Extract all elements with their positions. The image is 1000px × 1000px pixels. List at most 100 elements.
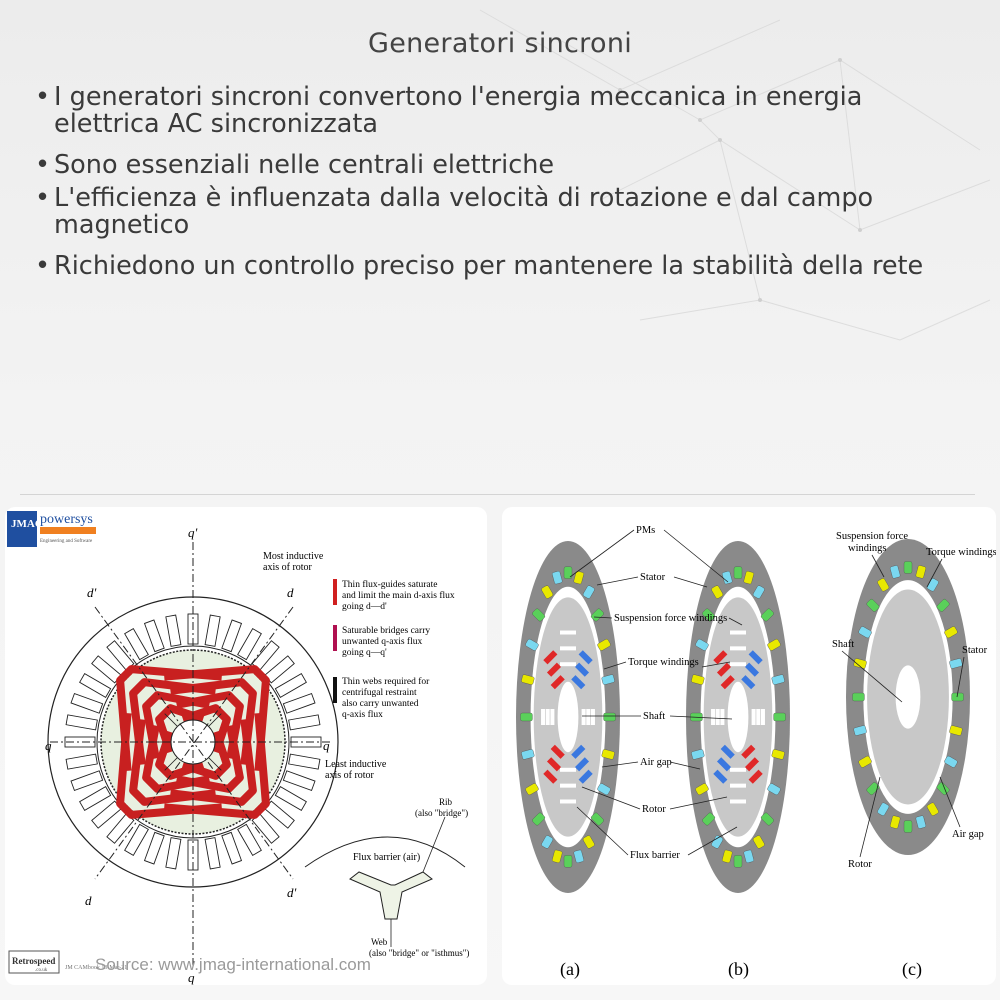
winding-coil <box>852 692 865 702</box>
stator-slot <box>282 770 316 792</box>
flux-barrier <box>730 630 746 635</box>
label-air-gap: Air gap <box>640 757 672 768</box>
winding-coil <box>691 749 705 760</box>
permanent-magnet <box>741 744 756 759</box>
stator-slot <box>288 714 321 731</box>
stator-slot <box>165 837 182 870</box>
flux-barrier <box>730 767 746 772</box>
permanent-magnet <box>550 744 565 759</box>
winding-coil <box>733 855 743 868</box>
winding-coil <box>877 578 890 592</box>
stator-slot <box>237 823 262 856</box>
stator-slot <box>187 839 199 871</box>
flux-barrier <box>560 646 576 651</box>
winding-coil <box>702 812 716 826</box>
label-flux-barrier: Flux barrier <box>630 850 680 861</box>
stator-slot <box>204 614 221 647</box>
label-shaft: Shaft <box>643 711 665 722</box>
permanent-magnet <box>741 675 756 690</box>
winding-coil <box>944 626 958 639</box>
winding-coil <box>563 855 573 868</box>
motor-c <box>846 539 970 855</box>
axis-label-d-top: d <box>287 585 294 600</box>
winding-coil <box>915 565 927 579</box>
shaft <box>895 665 921 729</box>
label-c-suspension: Suspension force <box>836 531 908 542</box>
bullet-text: I generatori sincroni convertono l'energ… <box>54 82 863 139</box>
label-pms: PMs <box>636 525 655 536</box>
legend-text: Thin webs required for <box>342 676 430 687</box>
winding-coil <box>767 638 781 651</box>
stator-slot <box>165 614 182 647</box>
flux-barrier <box>730 662 746 667</box>
inset-web-sub: (also "bridge" or "isthmus") <box>369 948 469 958</box>
flux-barrier <box>751 709 756 725</box>
jmag-logo-text: JMAG <box>11 518 44 530</box>
labels-c: Suspension force windings Torque winding… <box>832 531 996 870</box>
web-line <box>164 757 178 771</box>
winding-coil <box>691 674 705 685</box>
winding-coil <box>853 725 867 736</box>
legend-swatch-thin-webs <box>333 677 337 703</box>
retrospeed-logo-text: Retrospeed <box>12 956 55 966</box>
motor-b <box>686 541 790 893</box>
flux-barrier <box>720 709 725 725</box>
label-torque-windings: Torque windings <box>628 657 699 668</box>
winding-coil <box>603 712 616 722</box>
permanent-magnet <box>550 675 565 690</box>
winding-coil <box>601 674 615 685</box>
permanent-magnet <box>546 662 562 677</box>
winding-coil <box>601 749 615 760</box>
flux-barrier <box>756 709 761 725</box>
web-line <box>164 713 178 727</box>
winding-coil <box>949 658 963 669</box>
rotor-diagram-panel: JMAG powersys Engineering and Software q… <box>5 507 487 985</box>
winding-coil <box>889 565 901 579</box>
winding-coil <box>877 802 890 816</box>
stator-slot <box>288 753 321 770</box>
label-most-inductive-1: Most inductive <box>263 551 324 562</box>
winding-coil <box>944 755 958 768</box>
winding-coil <box>532 608 546 622</box>
flux-guide <box>129 678 217 766</box>
shaft <box>557 681 579 753</box>
axis-label-d-prime-bottom: d' <box>287 885 297 900</box>
flux-barrier <box>730 646 746 651</box>
winding-coil <box>903 561 913 574</box>
web-line <box>208 713 222 727</box>
winding-coil <box>563 566 573 579</box>
label-c-stator: Stator <box>962 645 988 656</box>
leader-lines-ab <box>569 529 743 856</box>
flux-barrier <box>550 709 555 725</box>
flux-barrier <box>560 783 576 788</box>
label-c-rotor: Rotor <box>848 859 872 870</box>
legend: Thin flux-guides saturate and limit the … <box>333 579 455 720</box>
winding-coil <box>866 598 880 612</box>
bullet-dot: • <box>35 251 51 281</box>
bullet-list: •I generatori sincroni convertono l'ener… <box>30 84 930 294</box>
winding-coil <box>582 835 595 849</box>
permanent-magnet <box>543 769 558 784</box>
label-c-suspension-2: windings <box>848 543 887 554</box>
bullet-item: •L'efficienza è influenzata dalla veloci… <box>30 185 930 239</box>
permanent-magnet <box>713 650 728 665</box>
flux-barrier <box>560 630 576 635</box>
stator-slot <box>79 673 112 698</box>
winding-coil <box>936 598 950 612</box>
motor-cross-sections <box>516 539 970 893</box>
bullet-item: •Sono essenziali nelle centrali elettric… <box>30 152 930 179</box>
jmag-logo <box>7 511 37 547</box>
winding-coil <box>525 638 539 651</box>
label-suspension-windings: Suspension force windings <box>614 613 727 624</box>
winding-coil <box>520 712 533 722</box>
bullet-text: Richiedono un controllo preciso per mant… <box>54 251 924 281</box>
stator-slot <box>143 619 165 653</box>
bullet-dot: • <box>35 82 51 112</box>
retrospeed-logo-sub: .co.uk <box>35 968 48 973</box>
permanent-magnet <box>720 675 735 690</box>
flux-barrier <box>730 783 746 788</box>
flux-barrier <box>730 799 746 804</box>
label-rotor: Rotor <box>642 804 666 815</box>
axis-label-q-prime: q' <box>188 525 198 540</box>
permanent-magnet <box>716 662 732 677</box>
